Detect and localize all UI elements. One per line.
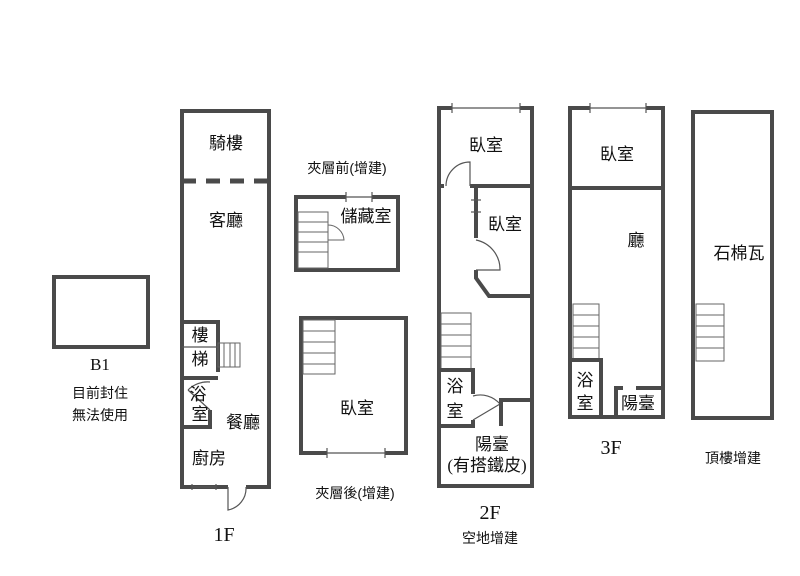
f2-balcony-label: 陽臺 [475, 435, 509, 454]
f1-kitchen-label: 廚房 [192, 448, 226, 468]
f2-balcony-wall [499, 398, 532, 426]
mezz-front-plan: 夾層前(增建) 儲藏室 [294, 160, 400, 272]
f3-bath-wall [570, 358, 603, 417]
f1-stair-steps [217, 342, 241, 368]
f3-stairs [572, 303, 600, 361]
b1-label: B1 [90, 355, 110, 374]
f3-balcony-wall [614, 386, 663, 417]
roof-material-label: 石棉瓦 [714, 244, 765, 263]
f2-bath-label-a: 浴 [447, 377, 464, 396]
f1-bath-wall [182, 410, 212, 429]
f2-stairs [440, 312, 472, 371]
roof-title: 頂樓增建 [705, 450, 761, 466]
mezz-back-bedroom-label: 臥室 [340, 399, 374, 418]
mezz-back-stairs [302, 319, 336, 375]
roof-plan: 石棉瓦 頂樓增建 [691, 110, 774, 466]
mezz-front-title: 夾層前(增建) [307, 160, 386, 176]
f2-bath-label-b: 室 [447, 402, 464, 421]
f1-stair-label-a: 樓 [192, 326, 209, 345]
f3-caption: 3F [600, 437, 621, 459]
b1-note-line2: 無法使用 [72, 407, 128, 423]
f1-bath-label-b: 室 [192, 405, 209, 424]
mezz-front-storage-label: 儲藏室 [341, 207, 392, 226]
mezz-back-outline [299, 316, 408, 455]
f1-bath-door [187, 381, 211, 411]
f1-front-door [227, 486, 247, 511]
f2-middle-wall [474, 186, 532, 298]
f3-bath-label-b: 室 [577, 394, 594, 413]
f2-front-door [445, 161, 471, 187]
roof-outline [691, 110, 774, 420]
mezz-back-title: 夾層後(增建) [315, 485, 394, 501]
b1-note-line1: 目前封住 [72, 385, 128, 401]
f2-plan: 臥室 臥室 浴 室 陽臺 (有搭鐵皮) 2F 空地增建 [437, 103, 534, 546]
f3-balcony-label: 陽臺 [621, 394, 655, 413]
f1-bath-label-a: 浴 [190, 385, 207, 404]
f1-plan: 騎樓 客廳 樓 梯 浴 室 餐廳 廚房 1F [180, 109, 271, 546]
f3-bedroom-label: 臥室 [600, 145, 634, 164]
b1-plan: B1 目前封住 無法使用 [52, 275, 150, 423]
f1-outline [180, 109, 271, 489]
f1-dining-label: 餐廳 [226, 413, 260, 432]
mezz-front-stairs [297, 211, 345, 269]
f1-caption: 1F [213, 524, 234, 546]
f2-middle-door [475, 239, 501, 271]
f2-bedroom-middle-label: 臥室 [488, 215, 522, 234]
f2-note: 空地增建 [462, 530, 518, 546]
f2-caption: 2F [479, 502, 500, 524]
f3-plan: 臥室 廳 浴 室 陽臺 3F [568, 103, 665, 459]
f1-stair-label-b: 梯 [192, 350, 209, 369]
f2-balcony-note: (有搭鐵皮) [447, 456, 526, 475]
f1-living-label: 客廳 [209, 211, 243, 230]
roof-stairs [695, 303, 725, 362]
f2-bedroom-front-label: 臥室 [469, 136, 503, 155]
b1-outline [52, 275, 150, 349]
mezz-back-plan: 臥室 夾層後(增建) [299, 316, 408, 501]
f3-hall-label: 廳 [628, 231, 645, 250]
f3-bath-label-a: 浴 [577, 371, 594, 390]
f2-bath-door [472, 394, 501, 421]
f1-arcade-label: 騎樓 [209, 134, 243, 153]
